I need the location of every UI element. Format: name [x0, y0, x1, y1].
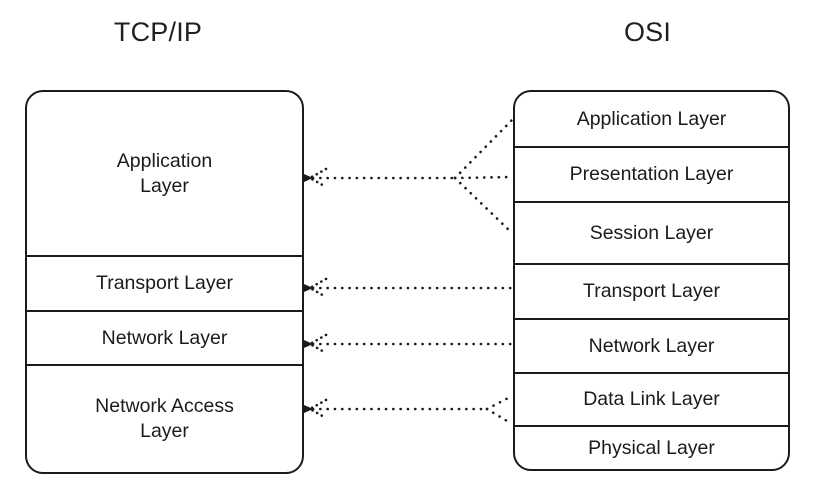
tcpip-layer-network-access[interactable]: Network Access Layer — [27, 364, 302, 472]
osi-title: OSI — [623, 17, 672, 47]
tcpip-layer-transport-label: Transport Layer — [96, 272, 233, 295]
osi-layer-data-link[interactable]: Data Link Layer — [515, 372, 788, 425]
network-mapping-arrowhead — [307, 333, 328, 355]
tcpip-layer-application[interactable]: Application Layer — [27, 92, 302, 255]
network-access-mapping-arrowhead — [307, 398, 328, 420]
transport-mapping-connector — [304, 277, 514, 299]
osi-layer-application-label: Application Layer — [576, 107, 727, 130]
tcpip-layer-network-access-line1: Network Access — [95, 395, 234, 418]
application-mapping-connector — [304, 118, 514, 235]
network-access-mapping-arrowtip — [304, 405, 313, 413]
tcpip-layer-network-access-line2: Layer — [140, 420, 189, 442]
osi-layer-data-link-label: Data Link Layer — [583, 388, 720, 411]
tcpip-layer-application-line1: Application — [116, 149, 213, 172]
osi-layer-session[interactable]: Session Layer — [515, 201, 788, 263]
application-mapping-arrowhead — [307, 167, 328, 189]
tcpip-layer-network[interactable]: Network Layer — [27, 310, 302, 364]
network-access-mapping-connector — [304, 394, 514, 426]
network-mapping-connector — [304, 333, 514, 355]
osi-stack: Application Layer Presentation Layer Ses… — [513, 90, 790, 471]
network-access-mapping-branch-physical — [485, 407, 514, 426]
osi-layer-presentation-label: Presentation Layer — [569, 163, 734, 186]
osi-layer-transport[interactable]: Transport Layer — [515, 263, 788, 318]
application-mapping-branch-session — [453, 176, 514, 235]
application-mapping-branch-presentation — [453, 175, 514, 180]
network-access-mapping-branch-data-link — [485, 394, 514, 411]
network-mapping-arrowtip — [304, 340, 313, 348]
osi-layer-transport-label: Transport Layer — [583, 280, 720, 303]
osi-layer-presentation[interactable]: Presentation Layer — [515, 146, 788, 201]
osi-layer-physical-label: Physical Layer — [588, 436, 715, 459]
tcpip-layer-application-line2: Layer — [140, 174, 189, 197]
application-mapping-branch-application — [453, 118, 514, 180]
tcpip-layer-network-label: Network Layer — [101, 326, 228, 349]
application-mapping-arrowtip — [304, 174, 313, 182]
transport-mapping-arrowhead — [307, 277, 328, 299]
tcpip-title: TCP/IP — [113, 17, 203, 47]
tcpip-layer-transport[interactable]: Transport Layer — [27, 255, 302, 310]
osi-layer-physical[interactable]: Physical Layer — [515, 425, 788, 469]
transport-mapping-arrowtip — [304, 284, 313, 292]
osi-layer-network[interactable]: Network Layer — [515, 318, 788, 372]
osi-layer-session-label: Session Layer — [589, 221, 714, 244]
osi-layer-network-label: Network Layer — [588, 334, 715, 357]
osi-layer-application[interactable]: Application Layer — [515, 92, 788, 146]
tcpip-stack: Application Layer Transport Layer Networ… — [25, 90, 304, 474]
